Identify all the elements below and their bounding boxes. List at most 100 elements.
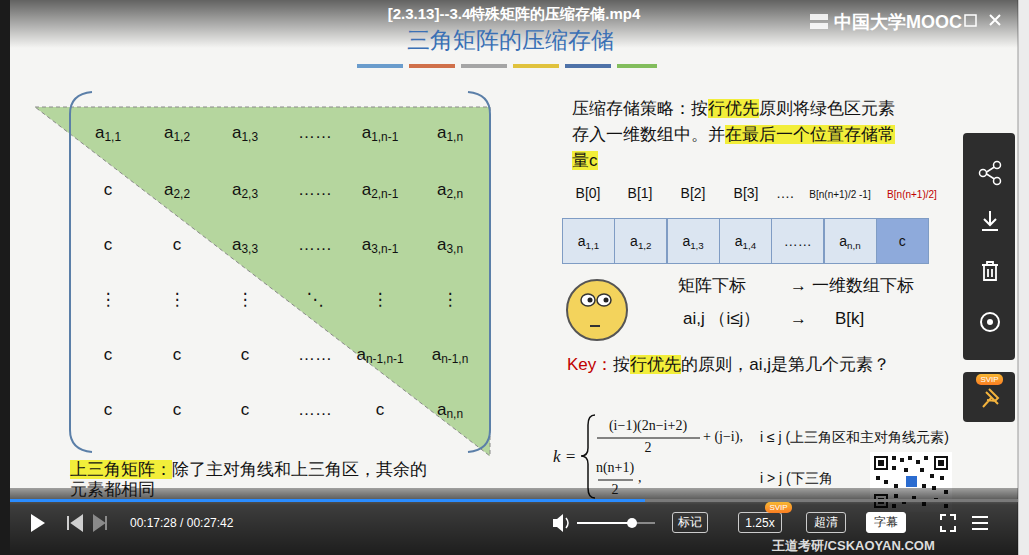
array-cell: a1,1 [562,218,615,264]
index-subscript: 2,2 [173,187,190,201]
left-frame [0,0,10,555]
node-text: 超清 [814,514,838,531]
strategy-highlight: 行优先 [708,99,759,118]
matrix-entry: a2,n [437,180,463,200]
matrix-entry: a3,n [437,235,463,255]
node-text: an,n [839,233,860,249]
matrix-entry: …… [298,123,332,143]
formula-part: n(n+1) [596,460,634,477]
index-subscript: n,n [847,240,861,251]
title-bar-segment [565,64,611,68]
index-subscript: 1,1 [586,240,600,251]
side-panel [963,133,1015,360]
title-bar-segment [513,64,559,68]
variable-letter: a [362,123,371,142]
matrix-bracket [468,92,490,452]
text-paragraph: Key：按行优先的原则，ai,j是第几个元素？ [567,354,987,376]
matrix-entry: an-1,n [432,345,469,365]
node-text: a1,2 [630,233,651,249]
node-text: SVIP [769,503,787,512]
array-index: B[1] [628,185,653,202]
node-text: c [899,233,906,249]
formula-condition: i ≤ j (上三角区和主对角线元素) [760,429,949,446]
text-paragraph: 上三角矩阵：除了主对角线和上三角区，其余的元素都相同 [70,460,435,500]
formula-part: 2 [645,440,652,457]
matrix-entry: ⋮ [169,290,186,310]
title-bar-segment [357,64,403,68]
title-bar-segment [617,64,657,68]
variable-letter: a [437,123,446,142]
svip-badge: SVIP [976,374,1003,385]
list-icon [972,517,988,529]
formula-part: + (j−i), [703,429,743,446]
question-text: 按 [613,355,630,374]
mapping-text: 矩阵下标 [678,276,746,296]
variable-letter: a [437,400,446,419]
array-index: B[0] [576,185,601,202]
mapping-arrow: → [790,309,807,329]
text-paragraph: 压缩存储策略：按行优先原则将绿色区元素存入一维数组中。并在最后一个位置存储常量c [572,96,907,174]
variable-letter: a [630,233,638,249]
array-index: B[3] [734,185,759,202]
variable-letter: a [232,235,241,254]
matrix-entry: …… [298,400,332,420]
title-bar-segment [409,64,455,68]
index-subscript: n-1,n-1 [366,352,404,366]
progress-track [10,499,1018,502]
volume-wave [566,518,568,528]
matrix-entry: a3,n-1 [362,235,399,255]
volume-knob [627,518,637,528]
matrix-entry: a2,3 [232,180,258,200]
variable-letter: a [437,180,446,199]
array-index: …. [776,185,794,202]
index-subscript: 1,n-1 [371,130,398,144]
share-icon-dot [994,178,1001,185]
formula-condition: i > j (下三角 [760,470,833,487]
matrix-entry: c [173,345,182,365]
slide-title: 三角矩阵的压缩存储 [407,27,614,55]
variable-letter: a [735,233,743,249]
face-pupil [604,298,609,303]
fraction-line [598,480,633,481]
node-text: a1,4 [735,233,756,249]
variable-letter: a [362,180,371,199]
index-subscript: 3,n-1 [371,242,398,256]
next-icon [94,516,106,530]
matrix-entry: c [104,235,113,255]
array-index: B[2] [681,185,706,202]
upper-triangle-region [35,107,490,456]
control-bar [10,488,1018,555]
matrix-entry: ⋮ [100,290,117,310]
index-subscript: 2,3 [241,187,258,201]
strategy-text: 压缩存储策略：按 [572,99,708,118]
side-panel [963,372,1015,422]
player-button: 标记 [672,512,708,533]
variable-letter: a [356,345,365,364]
index-subscript: 3,n [446,242,463,256]
volume-icon [553,514,563,532]
index-subscript: 1,3 [690,240,704,251]
page-edge [1018,0,1029,555]
close-icon [990,15,1000,25]
svip-badge: SVIP [765,502,792,513]
array-cell: a1,4 [719,218,772,264]
node-text: 标记 [678,514,702,531]
fullscreen-icon [941,515,955,531]
playback-time: 00:17:28 / 00:27:42 [130,516,233,530]
node-text: 1.25x [745,516,774,530]
formula-part: k = [553,447,576,467]
target-icon-center [987,319,993,325]
player-button: 超清 [806,512,846,533]
volume-track [577,522,655,524]
mapping-text: → 一维数组下标 [790,276,914,296]
matrix-bracket [70,92,92,452]
question-highlight: 行优先 [630,355,681,374]
variable-letter: a [232,123,241,142]
index-subscript: 2,n [446,187,463,201]
matrix-entry: a3,3 [232,235,258,255]
mapping-text: ai,j （i≤j） [683,309,760,329]
matrix-entry: a2,2 [164,180,190,200]
key-label: Key： [567,355,613,374]
matrix-entry: c [173,235,182,255]
variable-letter: a [232,180,241,199]
